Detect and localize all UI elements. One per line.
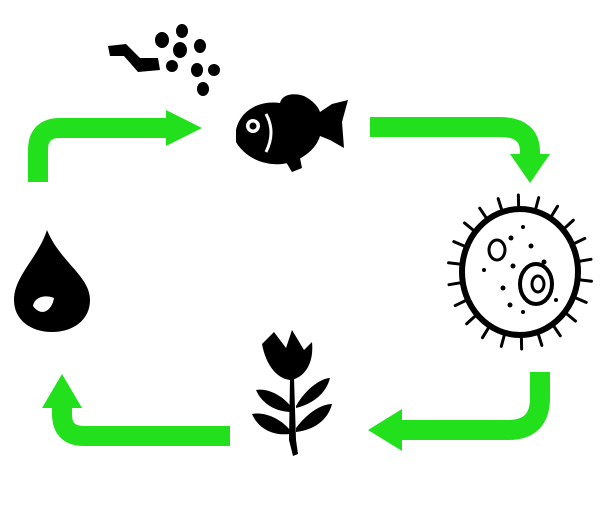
plant-icon <box>252 330 332 456</box>
arrow-fish-to-bacteria <box>370 117 550 183</box>
arrow-bacteria-to-plant <box>368 372 550 451</box>
arrow-water-to-fish <box>28 110 202 182</box>
bacteria-icon <box>447 193 593 351</box>
fish-food-icon <box>108 24 220 96</box>
water-drop-icon <box>14 230 90 332</box>
arrow-plant-to-water <box>42 374 230 446</box>
fish-icon <box>236 94 348 172</box>
